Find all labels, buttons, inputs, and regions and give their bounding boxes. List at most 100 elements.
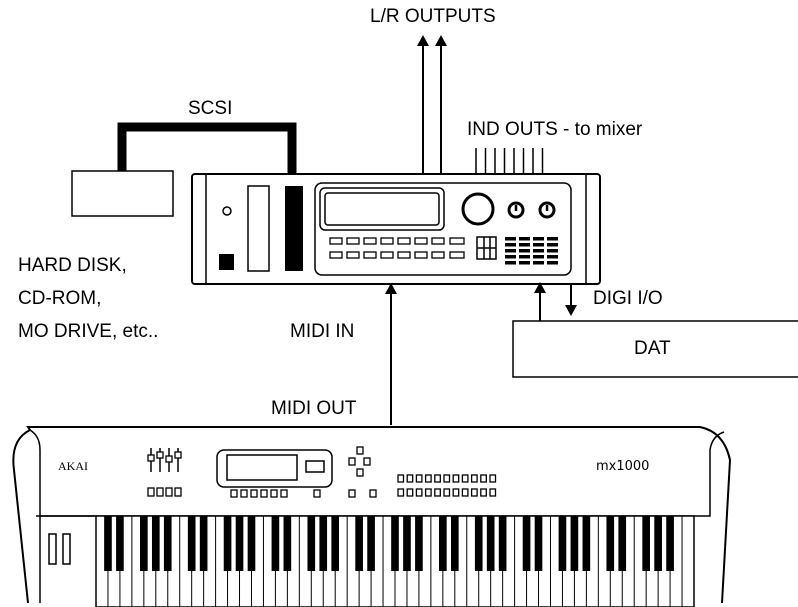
black-key [271, 516, 280, 571]
rack-button [380, 251, 394, 259]
black-key [474, 516, 483, 571]
fader-button [174, 487, 182, 497]
black-key [151, 516, 160, 571]
black-key [570, 516, 579, 571]
lr-output-arrows [417, 35, 447, 174]
panel-button [470, 488, 478, 497]
midi-cable [385, 283, 397, 425]
scsi-cable [117, 122, 297, 178]
panel-button [434, 488, 441, 497]
panel-button [397, 488, 405, 497]
black-key [104, 516, 112, 571]
rack-button [346, 237, 360, 245]
hard-disk-label: HARD DISK, [18, 255, 127, 276]
panel-button [363, 457, 371, 466]
panel-button [260, 489, 268, 498]
rack-keypad-key [519, 255, 530, 259]
dat-label: DAT [634, 338, 671, 359]
black-key [199, 516, 208, 571]
black-key [223, 516, 232, 571]
black-key [355, 516, 363, 571]
rack-button [431, 237, 445, 245]
black-key [163, 516, 172, 571]
rack-button [449, 237, 465, 245]
data-wheel-icon [461, 192, 495, 226]
panel-button [480, 488, 487, 497]
fader-button [156, 487, 164, 497]
black-key [403, 516, 411, 571]
rack-button [397, 251, 411, 259]
black-key [140, 516, 148, 571]
black-key [486, 516, 495, 571]
power-button [219, 254, 234, 270]
keyboard-brand: AKAI [58, 459, 88, 473]
fader-button [147, 487, 155, 497]
midi-out-label: MIDI OUT [271, 398, 357, 419]
midi-in-label: MIDI IN [290, 321, 355, 342]
rack-button [363, 237, 377, 245]
rack-keypad-key [505, 261, 516, 265]
panel-button [348, 457, 356, 466]
pitch-wheel [48, 533, 57, 565]
panel-button [424, 488, 432, 497]
panel-button [356, 468, 364, 477]
black-key [319, 516, 328, 571]
digi-io-arrows [534, 282, 577, 321]
rack-button [414, 237, 428, 245]
black-key [558, 516, 567, 571]
mod-wheel [62, 533, 71, 565]
black-key [391, 516, 399, 571]
cd-rom-label: CD-ROM, [18, 288, 102, 309]
panel-button [452, 488, 460, 497]
disk-slot [247, 185, 270, 272]
keyboard-model: mx1000 [596, 459, 650, 474]
rack-button [363, 251, 377, 259]
fader-button [165, 487, 173, 497]
panel-button [461, 488, 469, 497]
keyboard-display [226, 454, 298, 481]
rack-button [397, 237, 411, 245]
rack-button [414, 251, 428, 259]
panel-button [280, 489, 288, 498]
black-key [654, 516, 662, 571]
ind-outs-label: IND OUTS - to mixer [467, 119, 643, 140]
rack-keypad-key [533, 255, 544, 259]
black-key [582, 516, 591, 571]
black-key [450, 516, 459, 571]
panel-button [240, 489, 248, 498]
fader-cap [165, 455, 173, 463]
rack-keypad-key [505, 243, 516, 247]
black-key [307, 516, 316, 571]
panel-button [461, 474, 469, 483]
panel-button [415, 474, 423, 483]
black-key [498, 516, 507, 571]
rack-keypad-key [533, 261, 544, 265]
rack-button [329, 237, 343, 245]
panel-button [313, 489, 321, 498]
fader-cap [147, 454, 155, 462]
black-key [522, 516, 531, 571]
rack-keypad-key [519, 249, 530, 253]
sampler-rack-unit [191, 173, 601, 285]
rack-keypad-key [547, 249, 558, 253]
rack-keypad-key [519, 261, 530, 265]
panel-button [230, 489, 238, 498]
digi-io-label: DIGI I/O [593, 288, 663, 309]
panel-button [443, 474, 451, 483]
black-key [116, 516, 124, 571]
rack-button [346, 251, 360, 259]
panel-button [443, 488, 451, 497]
rack-keypad-key [547, 255, 558, 259]
rack-keypad-key [519, 243, 530, 247]
rack-button [449, 251, 465, 259]
panel-button [434, 474, 441, 483]
black-key [618, 516, 627, 571]
rack-button [329, 251, 343, 259]
rack-keypad-key [505, 255, 516, 259]
rack-keypad-key [547, 261, 558, 265]
rack-button [380, 237, 394, 245]
lr-outputs-label: L/R OUTPUTS [370, 6, 496, 27]
panel-button [250, 489, 258, 498]
panel-button [415, 488, 423, 497]
keyboard-controller [12, 426, 732, 607]
